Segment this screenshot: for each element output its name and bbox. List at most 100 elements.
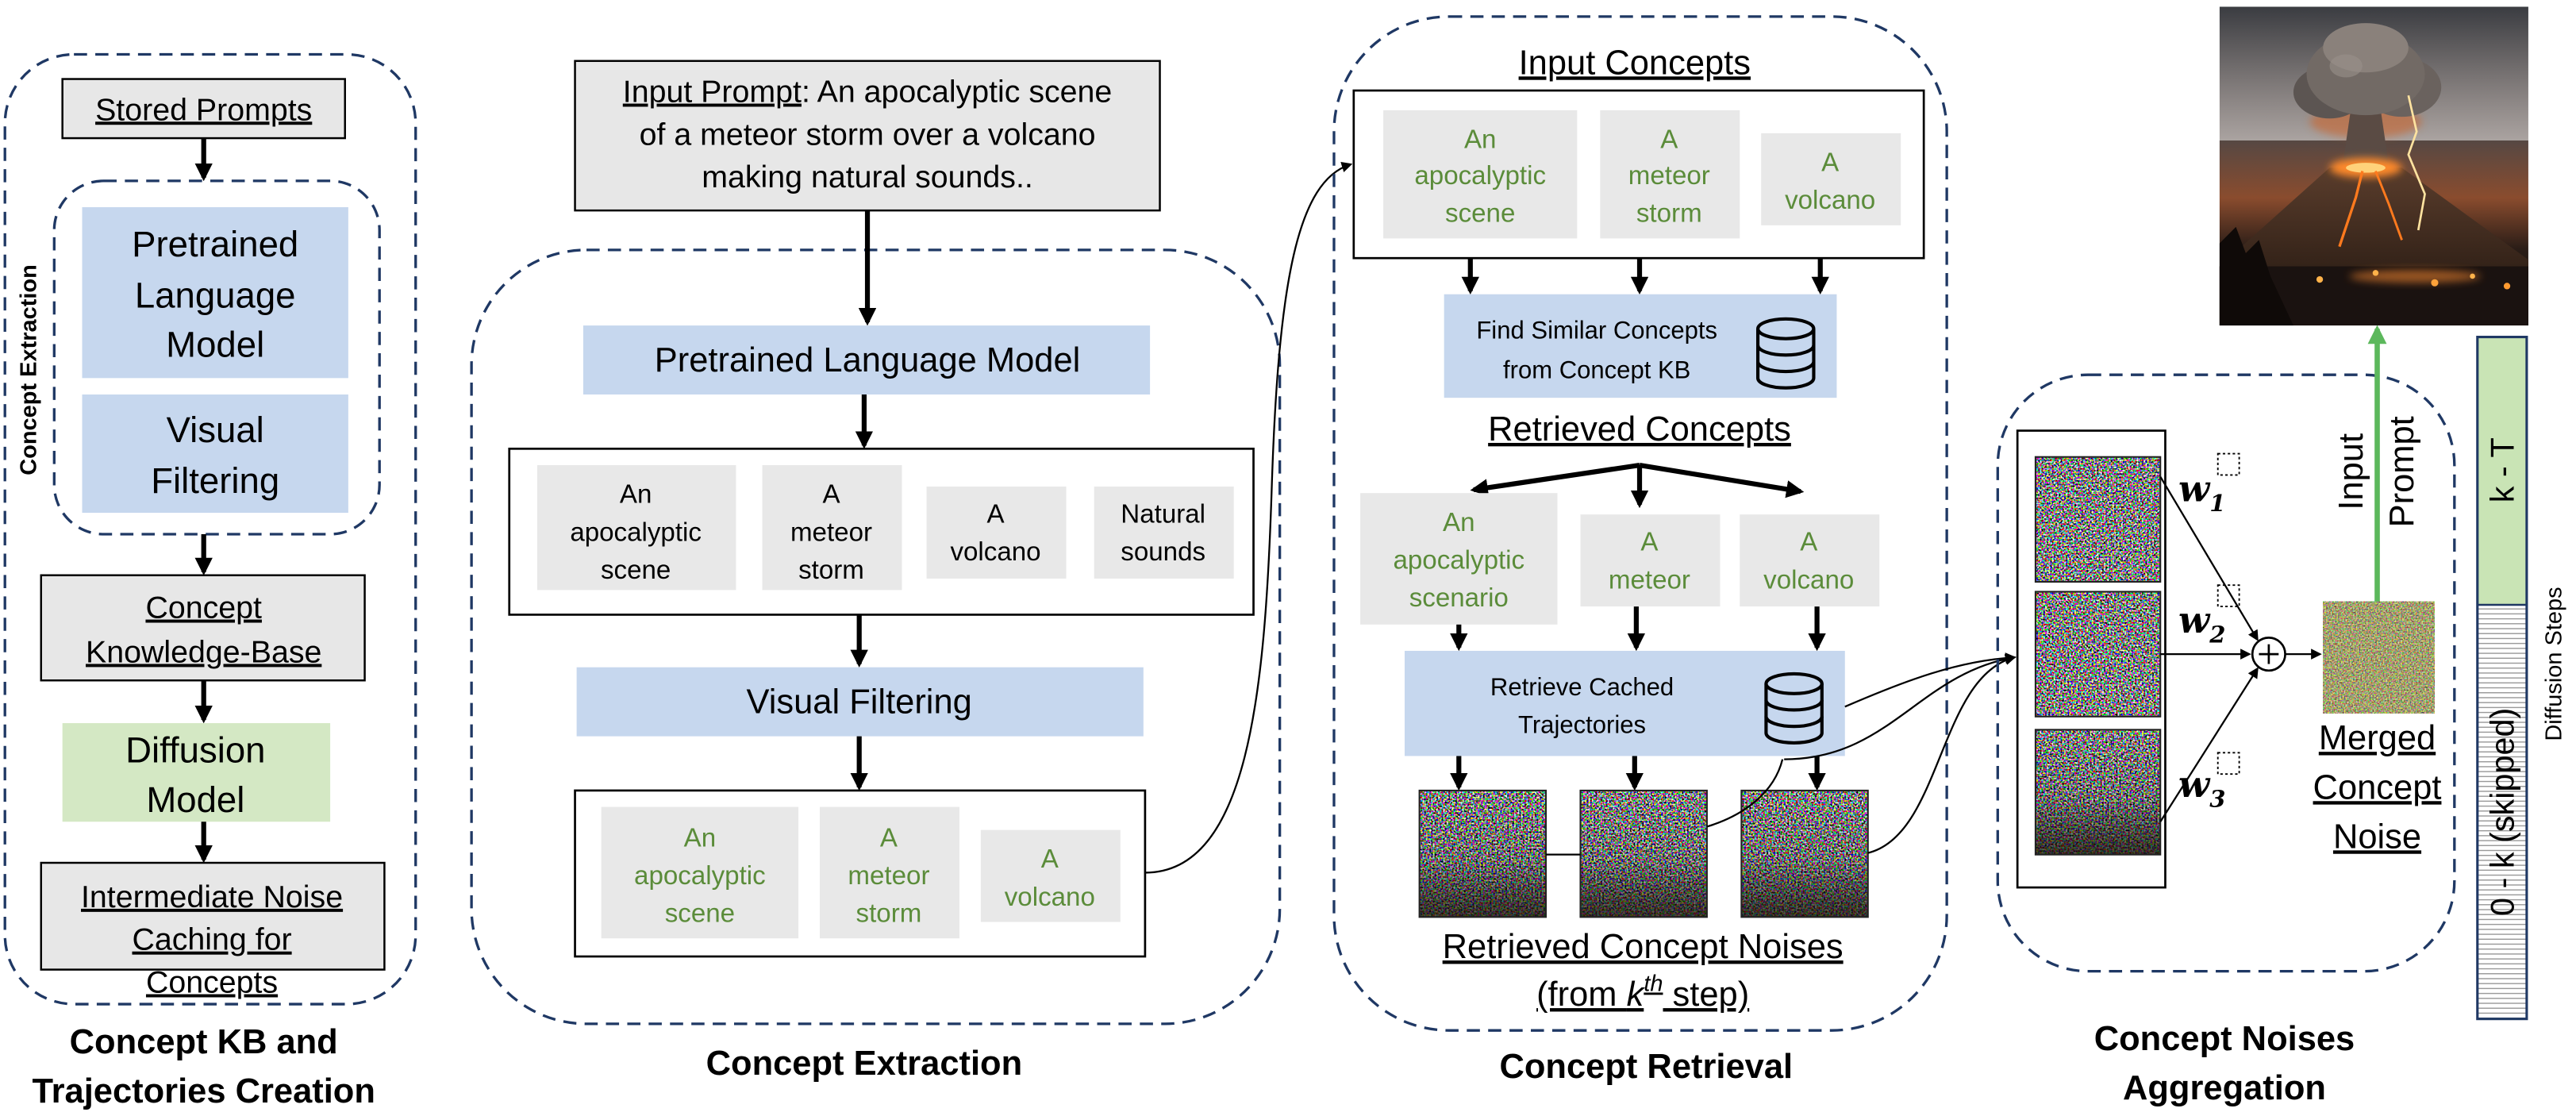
weight-placeholder-box bbox=[2217, 752, 2240, 775]
weight-arrow bbox=[2159, 475, 2259, 641]
chip-line: An bbox=[1443, 508, 1475, 537]
find-similar-label-line: Find Similar Concepts bbox=[1476, 317, 1717, 344]
visual-filtering-label-line: Filtering bbox=[151, 460, 279, 501]
kth-step-note: (from kth step) bbox=[1536, 971, 1749, 1014]
diffusion-model-label-line: Diffusion bbox=[125, 730, 265, 771]
steps-bar-border bbox=[2476, 336, 2528, 1021]
retrieved-noise-image bbox=[1579, 789, 1708, 918]
input-prompt-line: Input Prompt: An apocalyptic scene bbox=[623, 75, 1113, 110]
find-similar-box bbox=[1444, 294, 1837, 398]
input-concept-chip: A meteor storm bbox=[1600, 110, 1740, 239]
plus-circle-icon bbox=[2251, 637, 2286, 672]
chip-bg bbox=[1094, 486, 1234, 579]
plm-box bbox=[582, 325, 1151, 395]
plm-label-line: Pretrained bbox=[132, 224, 298, 264]
merged-label-line: Merged bbox=[2319, 719, 2436, 757]
visual-filtering-label-line: Visual bbox=[167, 410, 264, 450]
input-concept-chip: A volcano bbox=[1761, 133, 1901, 225]
input-prompt-vertical-line: Input bbox=[2332, 433, 2370, 510]
chip-bg bbox=[980, 829, 1121, 922]
concept-noise-image bbox=[2034, 729, 2162, 856]
noise-caching-label-line: Intermediate Noise bbox=[81, 879, 343, 914]
chip-line: meteor bbox=[848, 861, 929, 891]
retrieved-noises-title: Retrieved Concept Noises bbox=[1443, 928, 1844, 966]
arrow-icon bbox=[1470, 462, 1640, 497]
concept-noise-image bbox=[2034, 591, 2162, 718]
input-concept-chip: An apocalyptic scene bbox=[1383, 110, 1578, 239]
weight-placeholder-box bbox=[2217, 584, 2240, 608]
kb-section-caption-line: Trajectories Creation bbox=[32, 1072, 375, 1110]
chip-line: meteor bbox=[1609, 565, 1690, 595]
plm-box bbox=[82, 207, 348, 379]
diffusion-steps-bar: k - T 0 - k (skipped) Diffusion Steps bbox=[2476, 336, 2566, 1021]
chip-bg bbox=[1580, 514, 1721, 607]
retrieval-section-caption: Concept Retrieval bbox=[1499, 1048, 1793, 1086]
stored-prompts-label: Stored Prompts bbox=[95, 92, 312, 127]
kb-section-caption-line: Concept KB and bbox=[70, 1023, 338, 1061]
concept-kb-label-line: Concept bbox=[145, 591, 262, 625]
chip-bg bbox=[601, 806, 799, 939]
chip-line: A bbox=[1821, 148, 1840, 177]
chip-line: A bbox=[1660, 125, 1678, 154]
visual-filtering-label: Visual Filtering bbox=[747, 683, 972, 722]
connector-arrow bbox=[1144, 161, 1353, 874]
filtered-concept-chip: An apocalyptic scene bbox=[601, 806, 799, 939]
chip-bg bbox=[1360, 493, 1558, 625]
stored-prompts-box bbox=[61, 78, 346, 140]
aggregation-caption-line: Aggregation bbox=[2123, 1069, 2326, 1107]
aggregation-section: w1 w2 w3 Merged Concept Noise Input Prom… bbox=[1996, 325, 2456, 1107]
steps-skipped-segment bbox=[2477, 604, 2527, 1019]
retrieve-cached-label-line: Retrieve Cached bbox=[1490, 673, 1674, 701]
merged-label-line: Noise bbox=[2333, 818, 2421, 856]
aggregation-caption-line: Concept Noises bbox=[2094, 1020, 2355, 1058]
chip-line: An bbox=[620, 480, 652, 510]
diffusion-model-box bbox=[62, 723, 331, 822]
kth-step-prefix: (from bbox=[1536, 976, 1626, 1014]
chip-line: scenario bbox=[1409, 583, 1509, 613]
chip-line: scene bbox=[665, 899, 735, 929]
kth-step-suffix: step) bbox=[1663, 976, 1749, 1014]
chip-line: storm bbox=[798, 556, 864, 585]
merged-noise-image bbox=[2323, 601, 2435, 714]
concept-extraction-section: Input Prompt: An apocalyptic scene of a … bbox=[470, 60, 1282, 1083]
chip-line: apocalyptic bbox=[1414, 161, 1546, 190]
input-prompt-vertical-line: Prompt bbox=[2383, 416, 2421, 527]
filtered-concept-chip: A meteor storm bbox=[820, 806, 959, 939]
extraction-group-border bbox=[52, 179, 381, 536]
concept-chip: Natural sounds bbox=[1094, 486, 1234, 579]
generated-volcano-image bbox=[2219, 6, 2528, 326]
kb-creation-section: Stored Prompts Concept Extraction Pretra… bbox=[3, 52, 417, 1110]
chip-line: volcano bbox=[1005, 883, 1095, 912]
weight-index: 2 bbox=[2209, 621, 2225, 648]
concept-kb-label-line: Knowledge-Base bbox=[86, 634, 321, 669]
diffusion-steps-label: Diffusion Steps bbox=[2541, 587, 2566, 741]
weight-arrow bbox=[2159, 667, 2259, 822]
connector-arrow bbox=[1844, 652, 2017, 708]
chip-line: volcano bbox=[1785, 186, 1875, 215]
aggregation-section-border bbox=[1996, 373, 2456, 973]
input-prompt-line: making natural sounds.. bbox=[702, 160, 1033, 194]
kth-step-superscript: th bbox=[1644, 971, 1663, 996]
chip-bg bbox=[762, 465, 902, 591]
chip-line: scene bbox=[1445, 199, 1515, 229]
kb-section-border bbox=[3, 52, 417, 1006]
retrieval-section-border bbox=[1332, 15, 1948, 1032]
diffusion-model-label-line: Model bbox=[146, 779, 244, 820]
weight-index: 1 bbox=[2209, 490, 2225, 517]
input-prompt-label: Input Prompt bbox=[623, 75, 802, 110]
chip-line: sounds bbox=[1121, 537, 1205, 567]
chip-line: A bbox=[986, 499, 1005, 529]
retrieved-concept-chip: An apocalyptic scenario bbox=[1360, 493, 1558, 625]
chip-line: apocalyptic bbox=[1393, 545, 1524, 575]
concept-noise-image bbox=[2034, 456, 2162, 583]
weight-placeholder-box bbox=[2217, 452, 2240, 476]
chip-line: volcano bbox=[950, 537, 1040, 567]
concept-retrieval-section: Input Concepts An apocalyptic scene A me… bbox=[1332, 15, 1948, 1086]
weight-w3: w3 bbox=[2178, 763, 2225, 812]
chip-bg bbox=[1600, 110, 1740, 239]
extraction-section-border bbox=[470, 248, 1282, 1026]
concept-chip: An apocalyptic scene bbox=[536, 465, 736, 591]
database-icon bbox=[1764, 672, 1824, 745]
weight-w2: w2 bbox=[2178, 598, 2225, 648]
input-prompt-line: of a meteor storm over a volcano bbox=[640, 117, 1096, 152]
